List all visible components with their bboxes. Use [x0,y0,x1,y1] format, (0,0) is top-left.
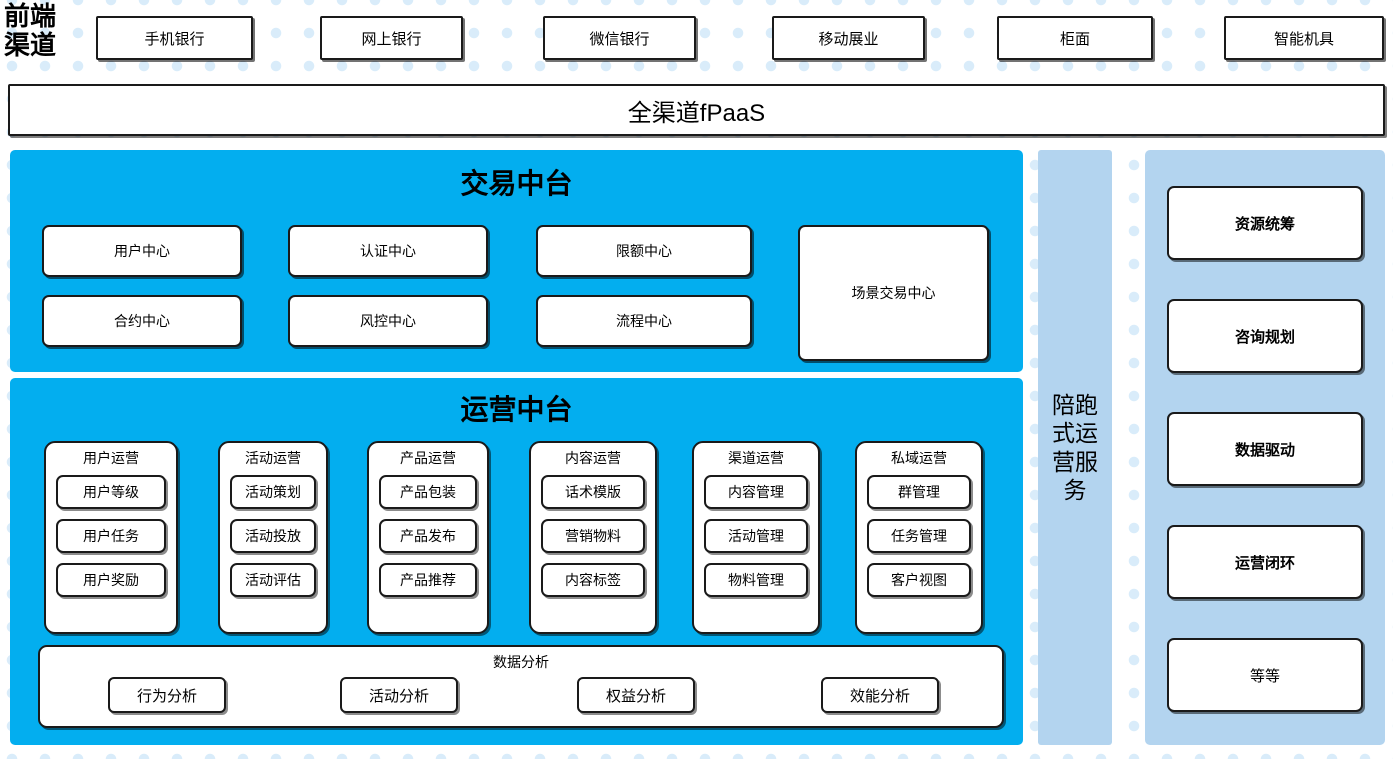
channel-box-counter[interactable]: 柜面 [997,16,1153,60]
ops-item[interactable]: 物料管理 [704,563,808,597]
data-analysis-item-behavior[interactable]: 行为分析 [108,677,226,713]
front-channel-label: 前端 渠道 [4,2,78,60]
ops-item[interactable]: 用户任务 [56,519,166,553]
ops-item[interactable]: 内容标签 [541,563,645,597]
front-channel-label-line1: 前端 [4,2,57,31]
accompanying-operations-service-label: 陪跑式运营服务 [1052,392,1098,503]
trade-box-risk-center[interactable]: 风控中心 [288,295,488,347]
ops-item[interactable]: 活动管理 [704,519,808,553]
channel-box-online-bank[interactable]: 网上银行 [320,16,463,60]
ops-item[interactable]: 产品推荐 [379,563,477,597]
ops-column-private-domain-operations[interactable]: 私域运营 群管理 任务管理 客户视图 [855,441,983,634]
ops-column-campaign-operations[interactable]: 活动运营 活动策划 活动投放 活动评估 [218,441,328,634]
ops-item[interactable]: 营销物料 [541,519,645,553]
ops-item[interactable]: 话术模版 [541,475,645,509]
trade-box-process-center[interactable]: 流程中心 [536,295,752,347]
channel-box-mobile-biz[interactable]: 移动展业 [772,16,925,60]
channel-box-wechat-bank[interactable]: 微信银行 [543,16,696,60]
ops-item[interactable]: 活动评估 [230,563,316,597]
data-analysis-item-benefit[interactable]: 权益分析 [577,677,695,713]
omnichannel-fpaas-band[interactable]: 全渠道fPaaS [8,84,1385,136]
channel-box-mobile-bank[interactable]: 手机银行 [96,16,253,60]
ops-column-product-operations[interactable]: 产品运营 产品包装 产品发布 产品推荐 [367,441,489,634]
accompanying-operations-service-rail: 陪跑式运营服务 [1038,150,1112,745]
capability-box-data-driven[interactable]: 数据驱动 [1167,412,1363,486]
ops-item[interactable]: 客户视图 [867,563,971,597]
ops-column-user-operations[interactable]: 用户运营 用户等级 用户任务 用户奖励 [44,441,178,634]
capability-box-resource-coordination[interactable]: 资源统筹 [1167,186,1363,260]
ops-item[interactable]: 产品包装 [379,475,477,509]
ops-column-title: 内容运营 [565,450,621,466]
capability-box-operations-closed-loop[interactable]: 运营闭环 [1167,525,1363,599]
trade-box-auth-center[interactable]: 认证中心 [288,225,488,277]
data-analysis-item-campaign[interactable]: 活动分析 [340,677,458,713]
ops-item[interactable]: 任务管理 [867,519,971,553]
ops-item[interactable]: 内容管理 [704,475,808,509]
ops-center-title: 运营中台 [460,395,573,426]
ops-column-title: 私域运营 [891,450,947,466]
ops-column-title: 产品运营 [400,450,456,466]
ops-item[interactable]: 用户奖励 [56,563,166,597]
capability-box-consulting-planning[interactable]: 咨询规划 [1167,299,1363,373]
front-channel-label-line2: 渠道 [4,31,57,61]
trade-center-title: 交易中台 [460,169,573,200]
capability-column: 资源统筹 咨询规划 数据驱动 运营闭环 等等 [1145,150,1385,745]
ops-item[interactable]: 产品发布 [379,519,477,553]
ops-item[interactable]: 活动策划 [230,475,316,509]
ops-item[interactable]: 群管理 [867,475,971,509]
trade-box-limit-center[interactable]: 限额中心 [536,225,752,277]
data-analysis-title: 数据分析 [493,654,549,670]
trade-box-contract-center[interactable]: 合约中心 [42,295,242,347]
capability-box-etc[interactable]: 等等 [1167,638,1363,712]
channel-box-smart-device[interactable]: 智能机具 [1224,16,1384,60]
ops-column-channel-operations[interactable]: 渠道运营 内容管理 活动管理 物料管理 [692,441,820,634]
trade-box-user-center[interactable]: 用户中心 [42,225,242,277]
trade-box-scene-transaction-center[interactable]: 场景交易中心 [798,225,989,361]
data-analysis-item-efficiency[interactable]: 效能分析 [821,677,939,713]
ops-item[interactable]: 用户等级 [56,475,166,509]
omnichannel-fpaas-label: 全渠道fPaaS [627,99,766,127]
ops-column-title: 活动运营 [245,450,301,466]
ops-column-title: 渠道运营 [728,450,784,466]
ops-column-content-operations[interactable]: 内容运营 话术模版 营销物料 内容标签 [529,441,657,634]
data-analysis-panel[interactable]: 数据分析 行为分析 活动分析 权益分析 效能分析 [38,645,1004,728]
ops-item[interactable]: 活动投放 [230,519,316,553]
ops-column-title: 用户运营 [83,450,139,466]
